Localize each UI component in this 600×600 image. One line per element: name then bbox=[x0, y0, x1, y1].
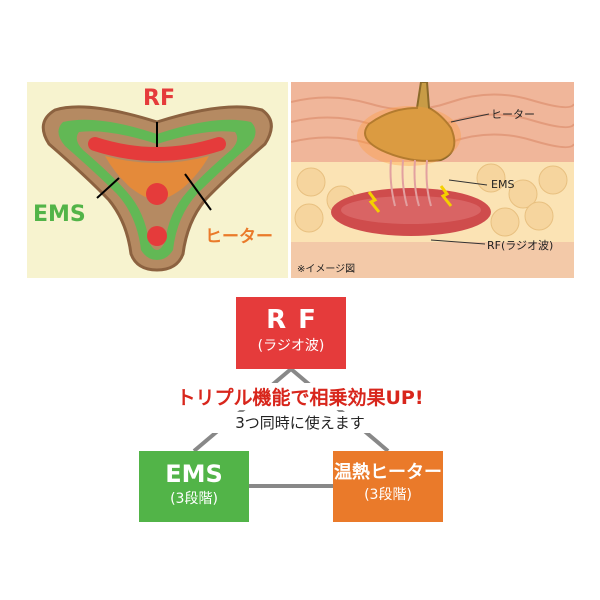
rf-title: RF bbox=[266, 305, 328, 335]
skin-section-illustration: ヒーター EMS RF(ラジオ波) ※イメージ図 bbox=[291, 82, 574, 278]
right-heater-label: ヒーター bbox=[491, 108, 535, 121]
device-diagram: RF EMS ヒーター bbox=[27, 82, 288, 278]
subheadline: 3つ同時に使えます bbox=[200, 412, 400, 433]
left-ems-label: EMS bbox=[33, 202, 86, 227]
ems-title: EMS bbox=[165, 460, 223, 488]
heater-title: 温熱ヒーター bbox=[334, 462, 442, 483]
skin-layers-art bbox=[291, 82, 574, 278]
left-rf-label: RF bbox=[143, 86, 175, 111]
heater-function-box: 温熱ヒーター (3段階) bbox=[333, 451, 443, 522]
headline: トリプル機能で相乗効果UP! bbox=[150, 383, 450, 410]
left-heater-label: ヒーター bbox=[205, 227, 273, 247]
rf-function-box: RF (ラジオ波) bbox=[236, 297, 346, 369]
right-rf-label: RF(ラジオ波) bbox=[487, 239, 554, 252]
heater-subtitle: (3段階) bbox=[364, 487, 412, 503]
ems-subtitle: (3段階) bbox=[170, 491, 218, 507]
image-note: ※イメージ図 bbox=[297, 264, 356, 275]
rf-subtitle: (ラジオ波) bbox=[257, 338, 325, 354]
device-illustration bbox=[41, 105, 273, 272]
ems-function-box: EMS (3段階) bbox=[139, 451, 249, 522]
right-ems-label: EMS bbox=[491, 178, 515, 191]
